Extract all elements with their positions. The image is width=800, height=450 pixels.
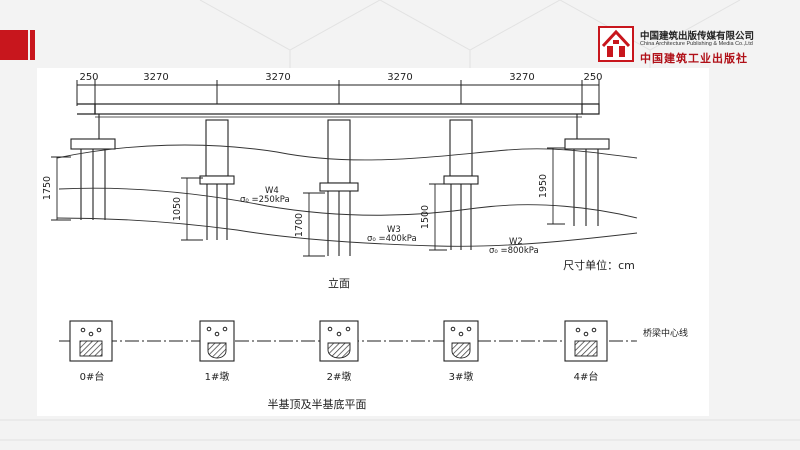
logo-mark-icon xyxy=(598,26,634,62)
abutment-4 xyxy=(564,114,610,226)
plan-support-1 xyxy=(199,320,235,362)
height-dim-label: 1500 xyxy=(420,205,431,229)
pier-2 xyxy=(319,119,359,256)
pier-1 xyxy=(199,119,235,240)
height-dim-label: 1050 xyxy=(172,197,183,221)
support-label: 4#台 xyxy=(574,370,599,383)
height-dim-label: 1700 xyxy=(294,213,305,237)
accent-tab-stripe xyxy=(30,30,35,60)
plan-support-2 xyxy=(319,320,359,362)
abutment-0 xyxy=(70,114,116,220)
logo-name-cn-secondary: 中国建筑工业出版社 xyxy=(640,52,748,65)
layer-name-w2: W2 xyxy=(509,237,523,247)
plan-support-3 xyxy=(443,320,479,362)
support-label: 2#墩 xyxy=(327,370,352,383)
span-dim-label: 3270 xyxy=(265,72,290,83)
height-dim-label: 1750 xyxy=(42,176,53,200)
plan-support-4 xyxy=(564,320,608,362)
plan-caption: 半基顶及半基底平面 xyxy=(268,397,367,411)
span-dim-label: 3270 xyxy=(387,72,412,83)
layer-stress-w2: σ₀ =800kPa xyxy=(489,246,539,256)
support-label: 3#墩 xyxy=(449,370,474,383)
layer-stress-w4: σ₀ =250kPa xyxy=(240,195,290,205)
soil-layer-lines xyxy=(56,144,638,247)
centerline-label: 桥梁中心线 xyxy=(643,327,688,339)
elevation-caption: 立面 xyxy=(328,276,350,290)
layer-stress-w3: σ₀ =400kPa xyxy=(367,234,417,244)
support-label: 1#墩 xyxy=(205,370,230,383)
span-dim-label: 3270 xyxy=(143,72,168,83)
span-dim-label: 250 xyxy=(79,72,98,83)
span-dimension-line xyxy=(76,80,600,106)
logo-name-cn: 中国建筑出版传媒有限公司 xyxy=(640,31,755,42)
plan-support-0 xyxy=(69,320,113,362)
support-label: 0#台 xyxy=(80,370,105,383)
height-dimensions xyxy=(51,147,565,257)
span-dim-label: 250 xyxy=(583,72,602,83)
publisher-logo: 中国建筑出版传媒有限公司 China Architecture Publishi… xyxy=(598,26,788,70)
span-dim-label: 3270 xyxy=(509,72,534,83)
logo-name-en: China Architecture Publishing & Media Co… xyxy=(640,41,753,47)
unit-note: 尺寸单位：cm xyxy=(563,258,635,272)
accent-tab xyxy=(0,30,28,60)
drawing-panel: 250 3270 3270 3270 3270 250 xyxy=(37,68,709,416)
bridge-deck xyxy=(77,103,600,118)
height-dim-label: 1950 xyxy=(538,174,549,198)
pier-3 xyxy=(443,119,479,250)
layer-name-w4: W4 xyxy=(265,186,279,196)
bridge-drawing: 250 3270 3270 3270 3270 250 xyxy=(42,72,688,411)
layer-name-w3: W3 xyxy=(387,225,401,235)
